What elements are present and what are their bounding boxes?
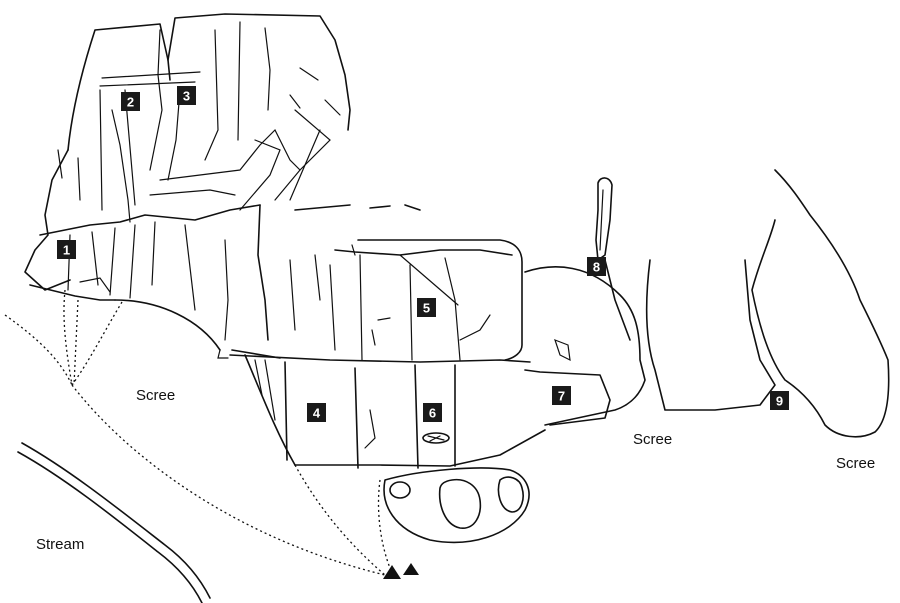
central-wall — [114, 204, 531, 363]
route-marker-6[interactable]: 6 — [423, 403, 442, 422]
route-marker-7[interactable]: 7 — [552, 386, 571, 405]
cave-hole — [422, 432, 450, 444]
lower-left-block — [29, 204, 261, 311]
right-formations — [595, 169, 890, 438]
stream-label: Stream — [36, 536, 84, 553]
route-marker-3[interactable]: 3 — [177, 86, 196, 105]
stream — [17, 442, 211, 603]
route-marker-4[interactable]: 4 — [307, 403, 326, 422]
approach-paths — [4, 289, 393, 576]
svg-text:2: 2 — [127, 95, 134, 110]
route-markers: 1 2 3 4 5 6 7 8 — [57, 86, 789, 422]
route-marker-8[interactable]: 8 — [587, 257, 606, 276]
route-marker-1[interactable]: 1 — [57, 240, 76, 259]
svg-text:9: 9 — [776, 394, 783, 409]
svg-text:5: 5 — [423, 301, 430, 316]
svg-text:1: 1 — [63, 243, 70, 258]
svg-text:6: 6 — [429, 406, 436, 421]
svg-text:8: 8 — [593, 260, 600, 275]
upper-left-tower — [24, 13, 351, 291]
area-labels: Scree Scree Scree Stream — [36, 387, 875, 553]
route-marker-5[interactable]: 5 — [417, 298, 436, 317]
base-boulders — [383, 467, 530, 544]
svg-text:7: 7 — [558, 389, 565, 404]
svg-text:3: 3 — [183, 89, 190, 104]
scree-label-left: Scree — [136, 387, 175, 404]
parking-triangles — [383, 563, 419, 579]
scree-label-right: Scree — [836, 455, 875, 472]
svg-text:4: 4 — [313, 406, 321, 421]
route-marker-9[interactable]: 9 — [770, 391, 789, 410]
lower-central-block — [244, 354, 546, 469]
route-marker-2[interactable]: 2 — [121, 92, 140, 111]
buttress-7 — [524, 266, 646, 426]
scree-label-middle: Scree — [633, 431, 672, 448]
